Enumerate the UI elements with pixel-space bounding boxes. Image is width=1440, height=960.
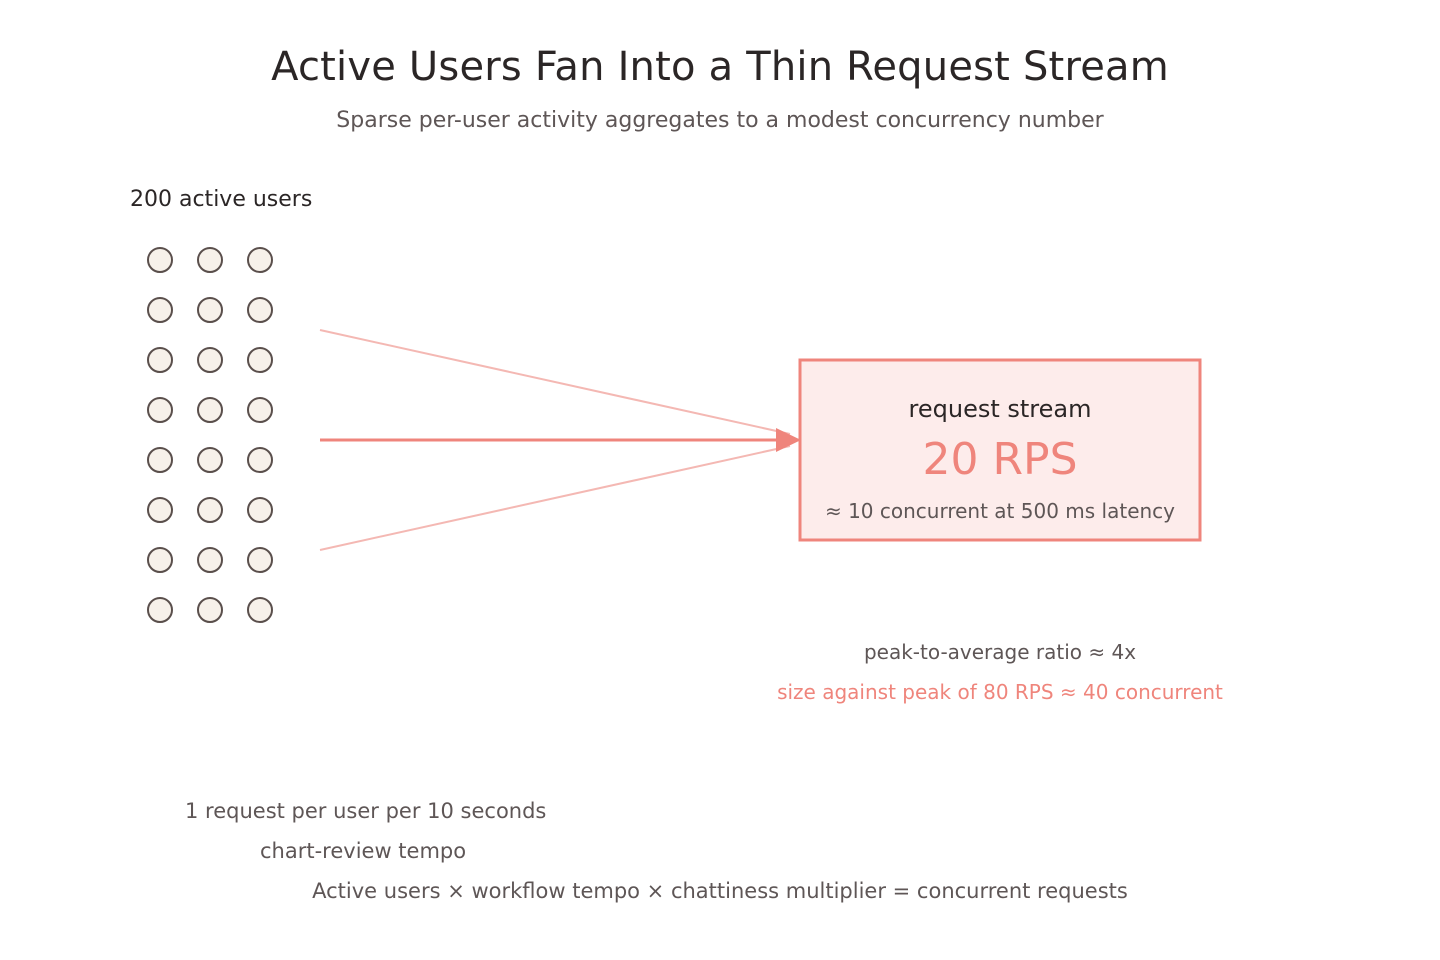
user-node-icon <box>247 597 273 623</box>
user-node-icon <box>247 347 273 373</box>
user-node-icon <box>147 597 173 623</box>
user-node-icon <box>247 497 273 523</box>
request-rate-note: 1 request per user per 10 seconds <box>185 799 547 823</box>
request-stream-rps: 20 RPS <box>922 434 1078 485</box>
user-node-icon <box>197 447 223 473</box>
user-node-icon <box>197 247 223 273</box>
user-node-icon <box>197 497 223 523</box>
active-users-label: 200 active users <box>130 187 313 212</box>
request-stream-concurrency-note: ≈ 10 concurrent at 500 ms latency <box>824 499 1176 523</box>
peak-sizing-note: size against peak of 80 RPS ≈ 40 concurr… <box>777 680 1223 704</box>
page-subtitle: Sparse per-user activity aggregates to a… <box>336 108 1104 133</box>
fan-line-bottom <box>319 445 791 551</box>
user-grid <box>147 247 273 623</box>
page-title: Active Users Fan Into a Thin Request Str… <box>271 44 1169 90</box>
user-node-icon <box>147 497 173 523</box>
arrowhead-icon <box>776 428 801 452</box>
user-node-icon <box>147 347 173 373</box>
user-node-icon <box>197 547 223 573</box>
peak-ratio-note: peak-to-average ratio ≈ 4x <box>863 640 1137 664</box>
user-node-icon <box>197 347 223 373</box>
formula-caption: Active users × workflow tempo × chattine… <box>312 879 1128 903</box>
user-node-icon <box>147 547 173 573</box>
request-stream-title: request stream <box>908 395 1092 423</box>
user-node-icon <box>247 247 273 273</box>
fan-line-top <box>319 329 791 435</box>
user-node-icon <box>147 247 173 273</box>
user-node-icon <box>247 547 273 573</box>
user-node-icon <box>147 447 173 473</box>
user-node-icon <box>197 297 223 323</box>
tempo-note: chart-review tempo <box>260 839 467 863</box>
user-node-icon <box>197 597 223 623</box>
user-node-icon <box>197 397 223 423</box>
user-node-icon <box>247 397 273 423</box>
user-node-icon <box>147 297 173 323</box>
user-node-icon <box>247 297 273 323</box>
user-node-icon <box>147 397 173 423</box>
user-node-icon <box>247 447 273 473</box>
request-stream-box <box>798 358 1202 542</box>
